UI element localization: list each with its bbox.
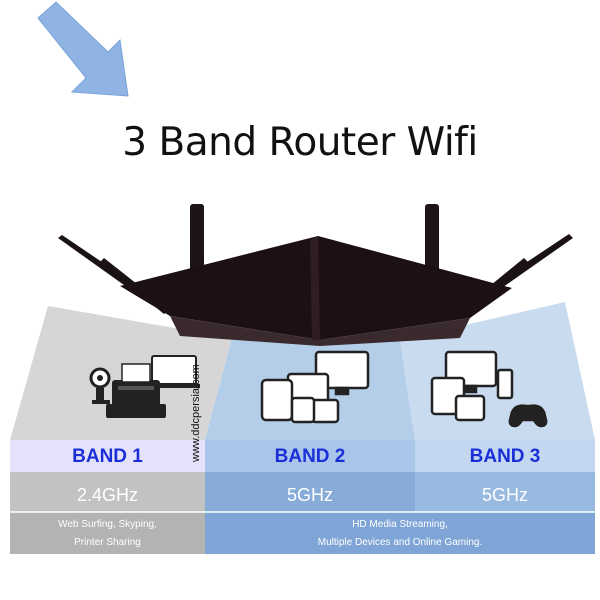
- band2-label: BAND 2: [274, 446, 346, 467]
- band2-frequency: 5GHz: [286, 485, 333, 505]
- arrow-icon: [37, 1, 129, 97]
- band2-strip: [205, 440, 415, 472]
- devices-gaming-icon: [430, 350, 548, 428]
- band1-freq-strip: [10, 472, 205, 512]
- band3-label: BAND 3: [469, 446, 541, 467]
- band1-use-line-1: Web Surfing, Skyping,: [58, 519, 157, 530]
- band1-use-line-2: Printer Sharing: [74, 537, 141, 548]
- shared-use-line-2: Multiple Devices and Online Gaming.: [317, 537, 483, 548]
- band1-panel: [10, 306, 232, 440]
- page-title: 3 Band Router Wifi: [122, 120, 478, 165]
- band3-strip: [415, 440, 595, 472]
- band1-frequency: 2.4GHz: [76, 485, 139, 505]
- band2-freq-strip: [205, 472, 415, 512]
- band1-uses: Web Surfing, Skyping, Printer Sharing: [10, 516, 205, 552]
- multi-screen-devices-icon: [260, 350, 370, 424]
- band3-frequency: 5GHz: [481, 485, 528, 505]
- shared-use-line-1: HD Media Streaming,: [352, 519, 448, 530]
- shared-desc-strip: [205, 512, 595, 554]
- router-icon: [58, 204, 573, 346]
- printer-camera-laptop-icon: [89, 355, 200, 418]
- band1-label: BAND 1: [72, 446, 143, 467]
- band1-strip: [10, 440, 205, 472]
- band1-desc-strip: [10, 512, 205, 554]
- band3-freq-strip: [415, 472, 595, 512]
- shared-uses: HD Media Streaming, Multiple Devices and…: [205, 516, 595, 552]
